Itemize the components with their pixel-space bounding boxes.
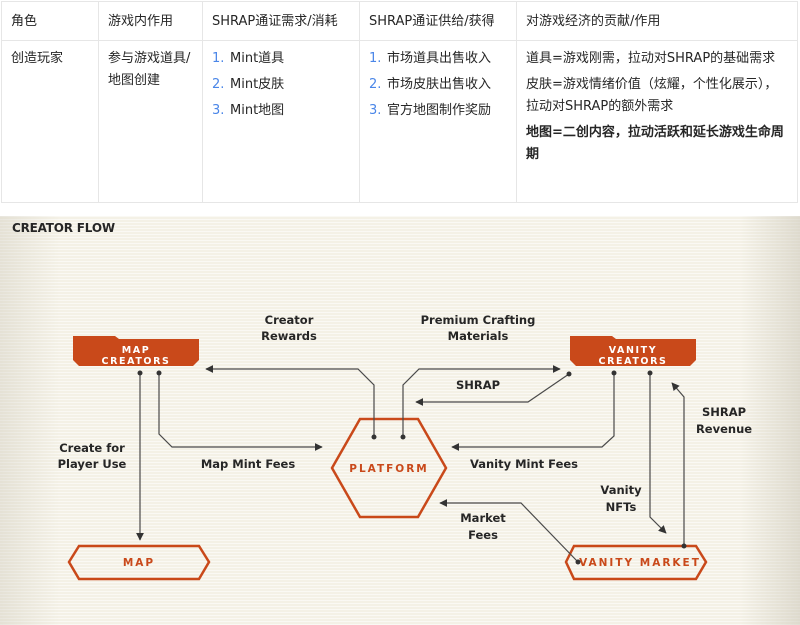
edge-shade [0, 216, 60, 625]
node-label: VANITY MARKET [579, 557, 701, 569]
demand-list: 1. Mint道具 2. Mint皮肤 3. Mint地图 [212, 48, 350, 122]
list-number: 3. [212, 103, 225, 118]
node-label-line: CREATORS [599, 356, 668, 367]
edge-creator-rewards [205, 365, 375, 437]
edge-shrap-revenue [671, 382, 685, 546]
label-premium-crafting: Premium Crafting [421, 313, 536, 327]
label-market-fees: Fees [468, 528, 498, 542]
label-vanity-mint-fees: Vanity Mint Fees [470, 457, 578, 471]
list-text: 市场道具出售收入 [387, 51, 492, 66]
list-item: 3. Mint地图 [212, 100, 350, 122]
edge-dot [611, 370, 617, 376]
edge-vanity-mint-fees [451, 373, 615, 451]
edge-dot [566, 371, 572, 377]
table-header-row: 角色 游戏内作用 SHRAP通证需求/消耗 SHRAP通证供给/获得 对游戏经济… [1, 1, 798, 41]
node-platform: PLATFORM [330, 417, 448, 519]
label-vanity-nfts: Vanity [600, 483, 642, 497]
header-supply: SHRAP通证供给/获得 [359, 1, 517, 41]
label-premium-crafting: Materials [448, 329, 509, 343]
contribution-items: 道具=游戏刚需，拉动对SHRAP的基础需求 [526, 51, 776, 66]
header-contribution: 对游戏经济的贡献/作用 [516, 1, 798, 41]
edge-dot [681, 543, 687, 549]
label-create-for-player-use: Create for [59, 441, 125, 455]
economy-table: 角色 游戏内作用 SHRAP通证需求/消耗 SHRAP通证供给/获得 对游戏经济… [1, 1, 798, 203]
list-number: 2. [212, 77, 225, 92]
cell-in-game-role: 参与游戏道具/地图创建 [98, 40, 203, 203]
edge-map-mint-fees [158, 373, 323, 451]
node-map-creators: MAP CREATORS [73, 336, 199, 367]
edge-dot [137, 370, 143, 376]
list-number: 1. [212, 51, 225, 66]
node-label-line: CREATORS [102, 356, 171, 367]
node-label-line: VANITY [609, 345, 658, 356]
table-row: 创造玩家 参与游戏道具/地图创建 1. Mint道具 2. Mint皮肤 3. Min… [1, 40, 798, 203]
edge-market-fees [439, 499, 579, 563]
header-in-game-role: 游戏内作用 [98, 1, 203, 41]
label-shrap: SHRAP [456, 378, 500, 392]
list-item: 1. Mint道具 [212, 48, 350, 70]
edge-dot [156, 370, 162, 376]
node-vanity-market: VANITY MARKET [564, 544, 708, 581]
node-map: MAP [67, 544, 211, 581]
edge-dot [647, 370, 653, 376]
list-number: 3. [369, 103, 382, 118]
creator-flow-diagram: CREATOR FLOW MAP CREATORS VANITY CREATOR… [0, 216, 800, 625]
list-item: 2. 市场皮肤出售收入 [369, 74, 507, 96]
supply-list: 1. 市场道具出售收入 2. 市场皮肤出售收入 3. 官方地图制作奖励 [369, 48, 507, 122]
edge-dot [575, 559, 581, 565]
list-text: Mint皮肤 [230, 77, 285, 92]
diagram-title: CREATOR FLOW [12, 221, 115, 235]
node-label-line: MAP [122, 345, 151, 356]
list-number: 2. [369, 77, 382, 92]
list-text: Mint道具 [230, 51, 285, 66]
contribution-maps: 地图=二创内容，拉动活跃和延长游戏生命周期 [526, 125, 784, 162]
list-number: 1. [369, 51, 382, 66]
header-demand: SHRAP通证需求/消耗 [202, 1, 360, 41]
label-map-mint-fees: Map Mint Fees [201, 457, 296, 471]
node-label: PLATFORM [349, 463, 429, 475]
list-item: 2. Mint皮肤 [212, 74, 350, 96]
cell-role: 创造玩家 [1, 40, 99, 203]
list-text: 市场皮肤出售收入 [387, 77, 492, 92]
list-text: 官方地图制作奖励 [387, 103, 492, 118]
label-creator-rewards: Rewards [261, 329, 317, 343]
header-role: 角色 [1, 1, 99, 41]
label-create-for-player-use: Player Use [58, 457, 127, 471]
edge-vanity-nfts [649, 373, 667, 534]
contribution-skins: 皮肤=游戏情绪价值（炫耀，个性化展示），拉动对SHRAP的额外需求 [526, 77, 778, 114]
edge-dot [371, 434, 377, 440]
label-shrap-revenue: Revenue [696, 422, 752, 436]
flow-svg: CREATOR FLOW MAP CREATORS VANITY CREATOR… [12, 221, 752, 581]
list-item: 3. 官方地图制作奖励 [369, 100, 507, 122]
edge-premium-crafting [402, 365, 561, 437]
edge-shade [740, 216, 800, 625]
label-creator-rewards: Creator [265, 313, 314, 327]
edge-shrap [415, 373, 570, 406]
node-vanity-creators: VANITY CREATORS [570, 336, 696, 367]
cell-contribution: 道具=游戏刚需，拉动对SHRAP的基础需求 皮肤=游戏情绪价值（炫耀，个性化展示… [516, 40, 798, 203]
node-label: MAP [123, 557, 155, 569]
cell-supply: 1. 市场道具出售收入 2. 市场皮肤出售收入 3. 官方地图制作奖励 [359, 40, 517, 203]
label-market-fees: Market [460, 511, 506, 525]
label-vanity-nfts: NFTs [606, 500, 637, 514]
list-text: Mint地图 [230, 103, 285, 118]
list-item: 1. 市场道具出售收入 [369, 48, 507, 70]
cell-demand: 1. Mint道具 2. Mint皮肤 3. Mint地图 [202, 40, 360, 203]
edge-dot [400, 434, 406, 440]
label-shrap-revenue: SHRAP [702, 405, 746, 419]
